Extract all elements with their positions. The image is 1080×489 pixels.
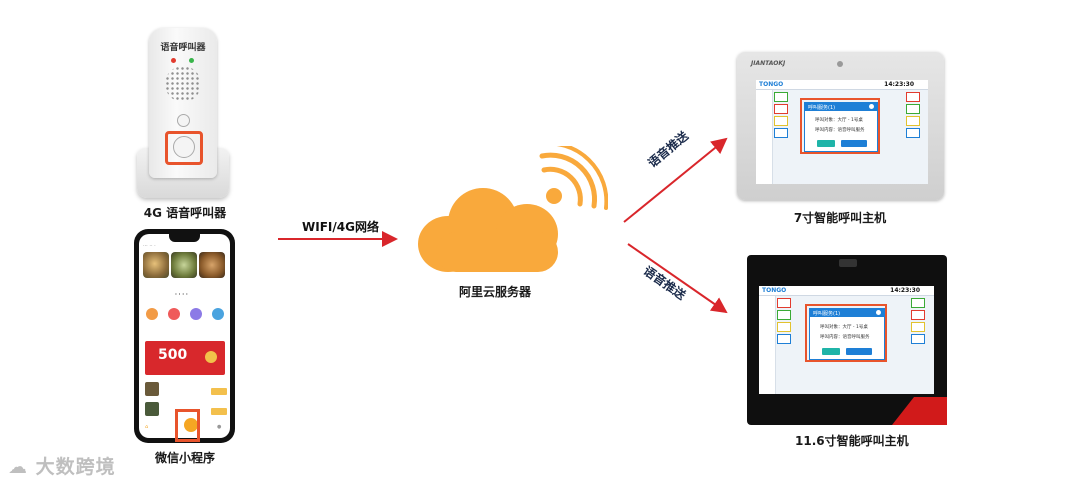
watermark-logo-icon: ☁ [8, 456, 28, 478]
table-tile [906, 104, 920, 114]
table-tile [777, 334, 791, 344]
dialog-highlight [805, 304, 887, 362]
screen-time: 14:23:30 [890, 287, 920, 294]
table-tile [774, 104, 788, 114]
table-tile [777, 322, 791, 332]
screen-sidebar [756, 90, 773, 184]
watermark: ☁ 大数跨境 [8, 452, 116, 479]
table-tile [906, 128, 920, 138]
table-tile [906, 116, 920, 126]
table-tile [774, 128, 788, 138]
screen-logo: TONGO [759, 81, 783, 88]
table-tile [911, 310, 925, 320]
cloud-icon [418, 182, 572, 272]
screen-topbar: TONGO 14:23:30 [756, 80, 928, 90]
cloud-caption: 阿里云服务器 [445, 283, 545, 300]
terminal-brand: JIANTAOKJ [751, 60, 785, 67]
terminal-11-screen: TONGO 14:23:30 呼叫服务(1) 呼叫对象：大厅 - 1号桌 呼叫内… [759, 286, 934, 394]
dialog-highlight [800, 98, 880, 154]
table-tile [774, 116, 788, 126]
table-tile [774, 92, 788, 102]
table-tile [911, 334, 925, 344]
camera-icon [837, 61, 843, 67]
red-accent-panel [892, 397, 947, 425]
table-tile [911, 322, 925, 332]
camera-icon [839, 259, 857, 267]
terminal-7-inch: JIANTAOKJ TONGO 14:23:30 呼叫服务(1) 呼叫对象：大厅… [737, 52, 944, 200]
table-tile [906, 92, 920, 102]
terminal-7-caption: 7寸智能呼叫主机 [790, 209, 890, 226]
screen-topbar: TONGO 14:23:30 [759, 286, 934, 296]
terminal-11-inch: TONGO 14:23:30 呼叫服务(1) 呼叫对象：大厅 - 1号桌 呼叫内… [747, 255, 947, 425]
network-label: WIFI/4G网络 [302, 218, 379, 235]
screen-logo: TONGO [762, 287, 786, 294]
terminal-7-screen: TONGO 14:23:30 呼叫服务(1) 呼叫对象：大厅 - 1号桌 呼叫内… [756, 80, 928, 184]
table-tile [911, 298, 925, 308]
watermark-text: 大数跨境 [36, 456, 116, 478]
table-tile [777, 310, 791, 320]
screen-time: 14:23:30 [884, 81, 914, 88]
screen-sidebar [759, 296, 776, 394]
table-tile [777, 298, 791, 308]
terminal-11-caption: 11.6寸智能呼叫主机 [795, 432, 905, 449]
